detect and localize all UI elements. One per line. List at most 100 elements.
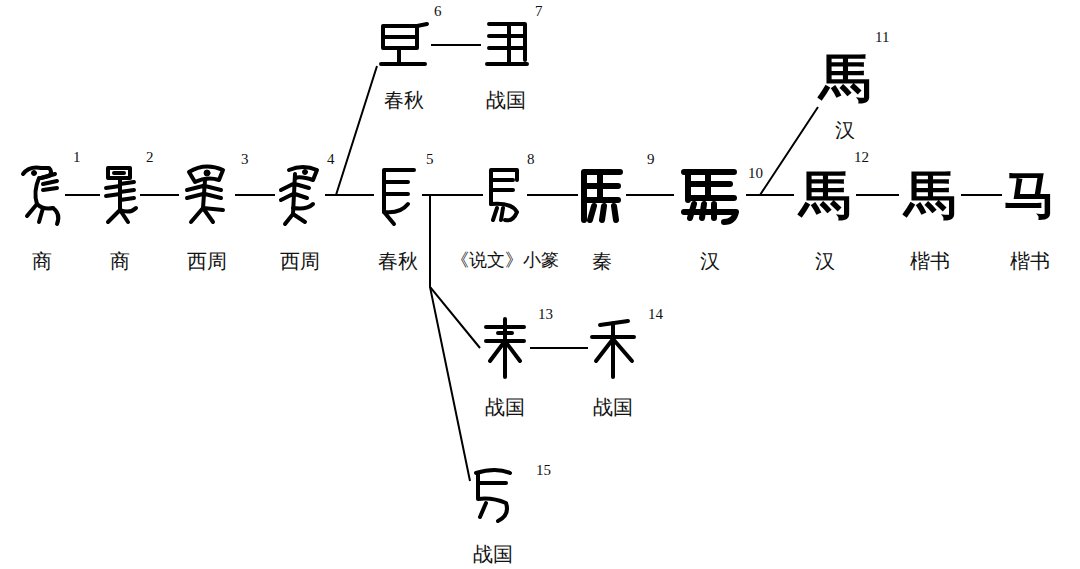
callout-number: 5 [426, 152, 434, 167]
period-label: 战国 [473, 543, 513, 565]
callout-number: 10 [748, 166, 763, 181]
callout-number: 11 [875, 30, 889, 45]
glyph-slot: 馬 [818, 45, 872, 111]
glyph-slot: 馬 [899, 164, 961, 226]
glyph-stage-node: 7战国 [481, 20, 531, 111]
glyph-stage-node: 14战国 [588, 317, 638, 418]
evolution-connector [65, 194, 100, 196]
glyph-slot: 馬 [794, 164, 856, 226]
glyph-slot [578, 164, 626, 226]
glyph-stage-node: 1商 [19, 164, 65, 272]
glyph-stage-node: 9秦 [578, 164, 626, 272]
character-form: 马 [1002, 164, 1058, 226]
callout-number: 1 [73, 150, 81, 165]
connector-stub [527, 194, 561, 196]
period-label: 商 [32, 250, 52, 272]
evolution-connector [856, 194, 899, 196]
period-label: 汉 [700, 250, 720, 272]
glyph-stage-node: 馬楷书 [899, 164, 961, 272]
glyph-slot: 马 [1002, 164, 1058, 226]
period-label: 汉 [815, 250, 835, 272]
glyph-slot [470, 467, 516, 523]
callout-number: 2 [146, 150, 154, 165]
character-form: 馬 [899, 164, 961, 226]
glyph-stage-node: 5春秋 [374, 164, 422, 272]
callout-number: 7 [535, 4, 543, 19]
glyph-stage-node: 馬12汉 [794, 164, 856, 272]
period-label: 楷书 [910, 250, 950, 272]
character-form: 馬 [818, 45, 872, 111]
glyph-slot [275, 164, 325, 226]
glyph-drawing [592, 321, 634, 377]
glyph-slot [480, 317, 530, 379]
glyph-drawing [106, 168, 136, 222]
glyph-slot [100, 164, 140, 226]
glyph-drawing [381, 24, 427, 64]
glyph-stage-node: 馬11汉 [818, 45, 872, 141]
callout-number: 12 [854, 150, 869, 165]
callout-number: 3 [241, 152, 249, 167]
glyph-drawing [23, 168, 58, 224]
glyph-stage-node: 8《说文》小篆 [449, 164, 561, 270]
evolution-connector [961, 194, 1002, 196]
callout-number: 9 [647, 152, 655, 167]
glyph-stage-node: 3西周 [179, 164, 235, 272]
callout-number: 13 [538, 307, 553, 322]
glyph-stage-node: 6春秋 [377, 20, 431, 111]
glyph-drawing [281, 167, 317, 224]
glyph-slot [377, 20, 431, 70]
glyph-slot [179, 164, 235, 226]
period-label: 商 [110, 250, 130, 272]
period-label: 《说文》小篆 [451, 250, 559, 270]
evolution-connector [325, 194, 374, 196]
period-label: 西周 [187, 250, 227, 272]
glyph-stage-node: 10汉 [674, 164, 746, 272]
glyph-drawing [684, 172, 736, 222]
evolution-connector [235, 194, 275, 196]
character-form: 馬 [794, 164, 856, 226]
glyph-drawing [487, 24, 527, 64]
evolution-connector [561, 194, 578, 196]
callout-number: 6 [434, 4, 442, 19]
glyph-stage-node: 2商 [100, 164, 140, 272]
glyph-drawing [491, 170, 517, 220]
evolution-connector [746, 194, 794, 196]
period-label: 秦 [592, 250, 612, 272]
callout-number: 15 [536, 463, 551, 478]
glyph-stage-node: 马楷书 [1002, 164, 1058, 272]
callout-number: 14 [648, 307, 663, 322]
glyph-stage-node: 13战国 [480, 317, 530, 418]
period-label: 春秋 [378, 250, 418, 272]
evolution-connector [325, 66, 377, 195]
glyph-slot [19, 164, 65, 226]
evolution-connector [530, 347, 588, 349]
glyph-slot [481, 20, 531, 70]
glyph-slot [674, 164, 746, 226]
period-label: 春秋 [384, 89, 424, 111]
period-label: 战国 [486, 89, 526, 111]
glyph-drawing [476, 470, 510, 521]
glyph-drawing [187, 166, 223, 222]
glyph-slot [588, 317, 638, 379]
glyph-stage-node: 4西周 [275, 164, 325, 272]
evolution-connector [140, 194, 179, 196]
glyph-drawing [584, 172, 620, 220]
evolution-connector [422, 195, 470, 481]
period-label: 西周 [280, 250, 320, 272]
evolution-connector [626, 194, 674, 196]
evolution-connector [431, 44, 481, 46]
glyph-slot [374, 164, 422, 226]
period-label: 楷书 [1010, 250, 1050, 272]
callout-number: 4 [327, 152, 335, 167]
period-label: 战国 [593, 396, 633, 418]
period-label: 战国 [485, 396, 525, 418]
connector-stub [449, 194, 483, 196]
glyph-drawing [486, 319, 524, 377]
callout-number: 8 [527, 152, 535, 167]
glyph-slot [483, 164, 527, 226]
glyph-stage-node: 15战国 [470, 467, 516, 565]
glyph-drawing [384, 170, 414, 224]
period-label: 汉 [835, 119, 855, 141]
